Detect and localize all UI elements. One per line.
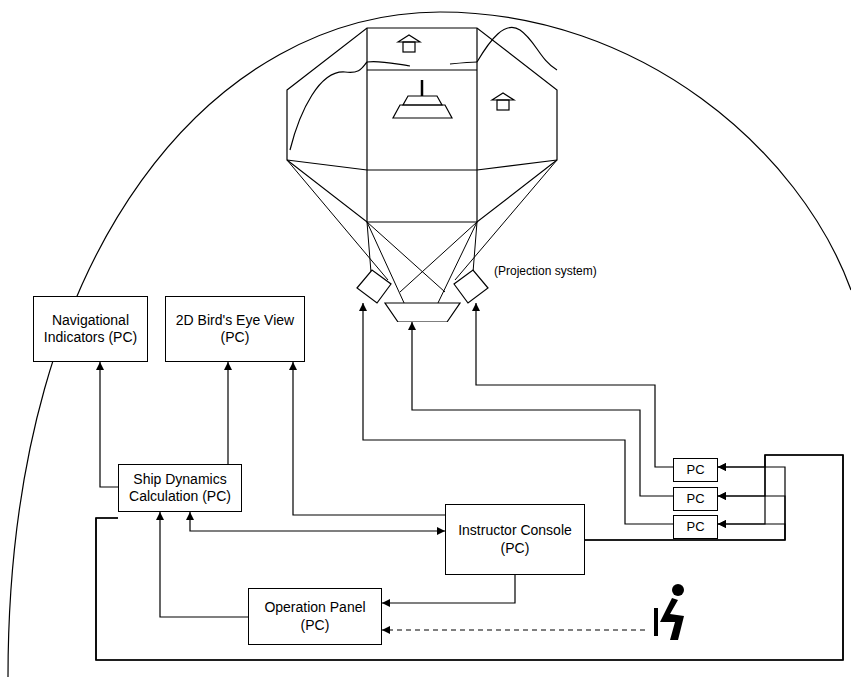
box-label: Ship Dynamics Calculation (PC) (124, 471, 236, 506)
pc-box: Navigational Indicators (PC) (33, 296, 148, 362)
screen (287, 27, 557, 222)
projector-symbol (355, 268, 490, 322)
signal-connector (190, 512, 445, 531)
signal-connector (382, 575, 515, 603)
box-label: 2D Bird's Eye View (PC) (171, 312, 299, 347)
projection-label: (Projection system) (494, 264, 597, 279)
signal-connector (227, 362, 228, 464)
box-label: PC (686, 491, 704, 507)
pc-box: Operation Panel (PC) (248, 588, 382, 645)
trainee-input-arrow (382, 629, 645, 630)
box-label: PC (686, 462, 704, 478)
pc-box: Ship Dynamics Calculation (PC) (118, 464, 242, 512)
box-label: Instructor Console (PC) (451, 522, 579, 557)
signal-connector (96, 455, 843, 660)
projector-unit: (Projection system) (355, 268, 490, 322)
pc-box: Instructor Console (PC) (445, 504, 585, 575)
box-label: Operation Panel (PC) (254, 599, 376, 634)
dome-outline (8, 12, 851, 677)
trainee-figure (656, 584, 684, 640)
signal-connector (293, 362, 445, 515)
signal-connector (96, 455, 843, 660)
pc-box: PC (673, 458, 718, 482)
pc-box: 2D Bird's Eye View (PC) (165, 296, 305, 362)
pc-box: PC (673, 487, 718, 511)
box-label: PC (686, 519, 704, 535)
pc-box: PC (673, 515, 718, 539)
signal-connector (363, 303, 673, 524)
signal-connector (412, 322, 673, 496)
signal-connector (96, 455, 843, 660)
signal-connector (476, 303, 673, 467)
box-label: Navigational Indicators (PC) (39, 312, 142, 347)
signal-connector (160, 512, 248, 617)
signal-connector (100, 362, 118, 487)
projection-rays (287, 160, 557, 305)
